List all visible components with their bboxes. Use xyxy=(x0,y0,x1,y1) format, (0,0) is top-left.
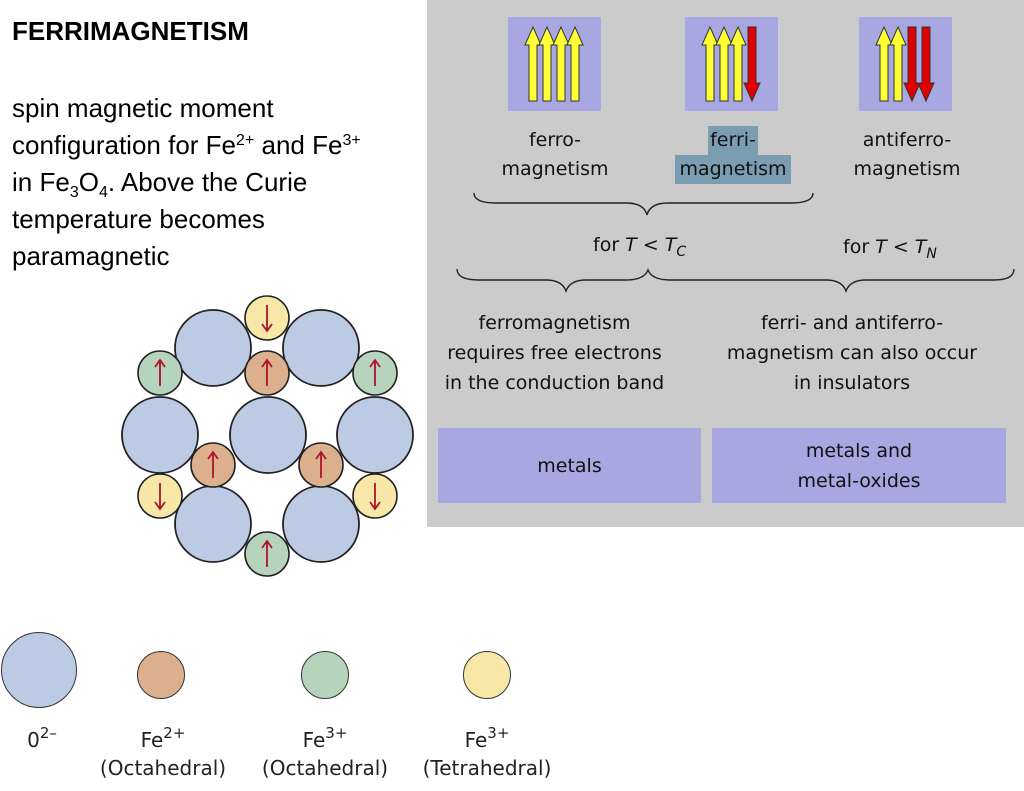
down-spin-arrow xyxy=(903,26,921,103)
up-spin-arrow xyxy=(524,25,542,102)
spin-arrows-icon xyxy=(701,25,761,103)
fe2-octahedral-ion xyxy=(244,350,290,396)
fe2-octahedral-legend-circle xyxy=(137,651,185,699)
oxygen-ion xyxy=(174,309,252,387)
fe3-tetrahedral-ion xyxy=(352,473,398,519)
ferro-label: ferro-magnetism xyxy=(501,129,609,180)
antiferro-arrow-box xyxy=(859,17,952,111)
down-spin-arrow xyxy=(917,26,935,103)
fe3-octahedral-ion xyxy=(137,350,183,396)
fe2-octahedral-legend-label: Fe2+ (Octahedral) xyxy=(99,724,227,781)
ferri-arrow-box xyxy=(685,17,778,111)
spin-down-icon xyxy=(369,501,381,511)
fe3-octahedral-ion xyxy=(352,350,398,396)
fe3-tetrahedral-legend-label: Fe3+ (Tetrahedral) xyxy=(422,724,552,781)
spin-up-icon xyxy=(315,450,327,460)
oxygen-ion xyxy=(336,396,414,474)
up-spin-arrow xyxy=(889,25,907,102)
up-spin-arrow xyxy=(552,25,570,102)
spin-arrows-icon xyxy=(875,25,935,103)
down-spin-arrow xyxy=(743,26,761,103)
fe2-octahedral-ion xyxy=(298,442,344,488)
up-spin-arrow xyxy=(875,25,893,102)
oxygen-ion xyxy=(229,396,307,474)
oxygen-legend-circle xyxy=(1,632,77,708)
ferri-antiferro-explanation: ferri- and antiferro- magnetism can also… xyxy=(726,312,978,394)
ferro-arrow-box xyxy=(508,17,601,111)
up-spin-arrow xyxy=(729,25,747,102)
condition-neel: for T < TN xyxy=(843,236,937,262)
metals-box: metals xyxy=(438,428,701,503)
antiferro-label: antiferro-magnetism xyxy=(853,129,961,180)
ferri-label: ferri-magnetism xyxy=(653,126,813,184)
lower-brace xyxy=(456,268,1015,294)
up-spin-arrow xyxy=(701,25,719,102)
spin-up-icon xyxy=(154,358,166,368)
fe3o4-lattice-diagram xyxy=(121,295,414,577)
oxygen-ion xyxy=(282,309,360,387)
up-spin-arrow xyxy=(715,25,733,102)
upper-brace xyxy=(473,192,814,216)
fe3-octahedral-legend-label: Fe3+ (Octahedral) xyxy=(261,724,389,781)
fe3-tetrahedral-ion xyxy=(137,473,183,519)
oxygen-legend-label: 02– xyxy=(27,724,57,753)
up-spin-arrow xyxy=(566,25,584,102)
fe3-octahedral-ion xyxy=(244,531,290,577)
fe2-octahedral-ion xyxy=(190,442,236,488)
oxygen-ion xyxy=(121,396,199,474)
fe3-tetrahedral-legend-circle xyxy=(463,651,511,699)
oxygen-ion xyxy=(282,485,360,563)
ferro-explanation: ferromagnetism requires free electrons i… xyxy=(444,312,665,394)
spin-up-icon xyxy=(369,358,381,368)
description-text: spin magnetic moment configuration for F… xyxy=(12,93,361,271)
spin-up-icon xyxy=(261,358,273,368)
spin-down-icon xyxy=(261,323,273,333)
spin-up-icon xyxy=(261,539,273,549)
magnetism-types-panel: ferro-magnetism ferri-magnetism antiferr… xyxy=(427,0,1024,527)
fe3-tetrahedral-ion xyxy=(244,295,290,341)
up-spin-arrow xyxy=(538,25,556,102)
slide-title: FERRIMAGNETISM xyxy=(12,16,249,46)
oxygen-ion xyxy=(174,485,252,563)
spin-arrows-icon xyxy=(524,25,584,102)
spin-up-icon xyxy=(207,450,219,460)
fe3-octahedral-legend-circle xyxy=(301,651,349,699)
condition-curie: for T < TC xyxy=(593,234,687,260)
spin-down-icon xyxy=(154,501,166,511)
